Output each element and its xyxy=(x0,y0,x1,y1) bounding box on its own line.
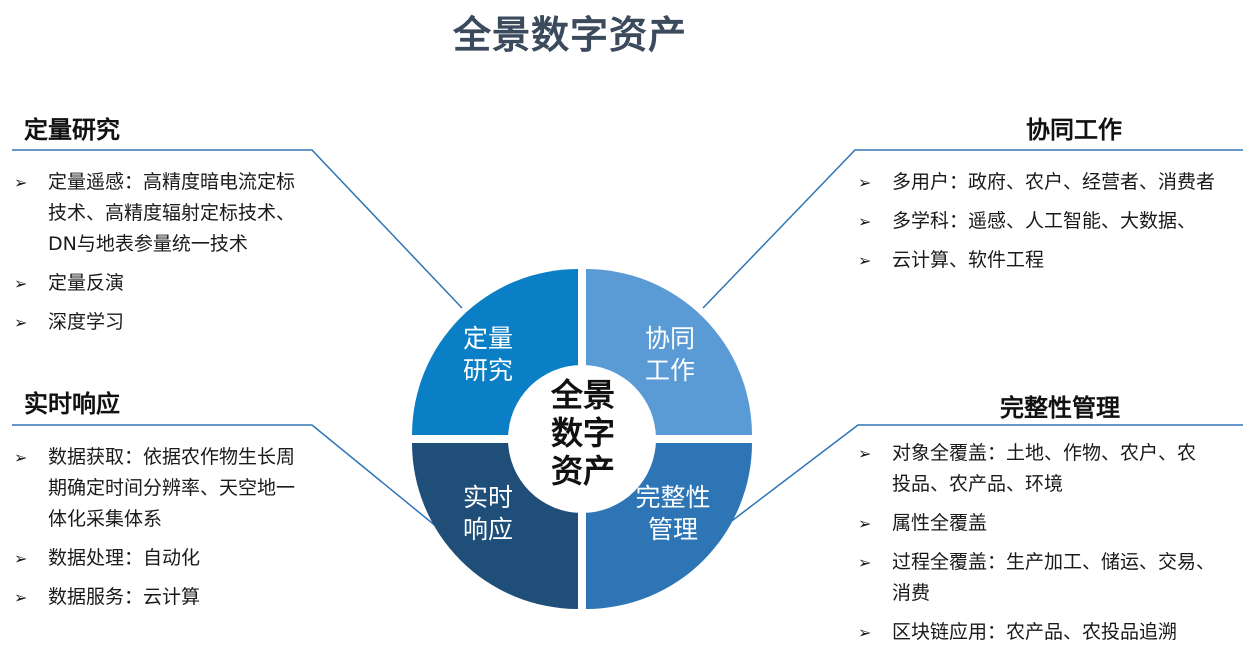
section-title-collab: 协同工作 xyxy=(1026,116,1122,144)
list-item: ➢深度学习 xyxy=(12,307,332,338)
arrow-bullet-icon: ➢ xyxy=(858,553,872,572)
list-item: ➢对象全覆盖：土地、作物、农户、农 投品、农产品、环境 xyxy=(856,438,1241,500)
list-item: ➢云计算、软件工程 xyxy=(856,245,1243,276)
segment-label-realtime: 实时 响应 xyxy=(462,483,513,544)
arrow-bullet-icon: ➢ xyxy=(858,173,872,192)
connector-collab xyxy=(702,149,1243,309)
segment-label-quant: 定量 研究 xyxy=(462,324,513,385)
connector-integrity xyxy=(711,424,1243,537)
arrow-bullet-icon: ➢ xyxy=(858,623,872,642)
list-item: ➢区块链应用：农产品、农投品追溯 xyxy=(856,617,1241,648)
arrow-bullet-icon: ➢ xyxy=(858,514,872,533)
list-collab: ➢多用户：政府、农户、经营者、消费者 ➢多学科：遥感、人工智能、大数据、 ➢云计… xyxy=(856,167,1243,284)
arrow-bullet-icon: ➢ xyxy=(14,173,28,192)
arrow-bullet-icon: ➢ xyxy=(858,444,872,463)
list-item: ➢数据处理：自动化 xyxy=(12,543,332,574)
list-item: ➢数据服务：云计算 xyxy=(12,582,332,613)
list-item: ➢多学科：遥感、人工智能、大数据、 xyxy=(856,206,1243,237)
page-title: 全景数字资产 xyxy=(452,13,687,57)
segment-label-collab: 协同 工作 xyxy=(644,324,695,385)
list-item: ➢属性全覆盖 xyxy=(856,508,1241,539)
arrow-bullet-icon: ➢ xyxy=(14,274,28,293)
arrow-bullet-icon: ➢ xyxy=(14,448,28,467)
center-label: 全景 数字 资产 xyxy=(550,376,615,490)
center-wheel-diagram xyxy=(412,269,752,609)
arrow-bullet-icon: ➢ xyxy=(14,313,28,332)
list-item: ➢过程全覆盖：生产加工、储运、交易、 消费 xyxy=(856,547,1241,609)
arrow-bullet-icon: ➢ xyxy=(14,549,28,568)
section-title-realtime: 实时响应 xyxy=(24,390,120,418)
list-integrity: ➢对象全覆盖：土地、作物、农户、农 投品、农产品、环境 ➢属性全覆盖 ➢过程全覆… xyxy=(856,438,1241,656)
list-item: ➢多用户：政府、农户、经营者、消费者 xyxy=(856,167,1243,198)
list-item: ➢数据获取：依据农作物生长周 期确定时间分辨率、天空地一 体化采集体系 xyxy=(12,442,332,535)
connector-realtime xyxy=(12,424,449,537)
arrow-bullet-icon: ➢ xyxy=(14,588,28,607)
section-title-integrity: 完整性管理 xyxy=(1000,394,1120,422)
arrow-bullet-icon: ➢ xyxy=(858,251,872,270)
arrow-bullet-icon: ➢ xyxy=(858,212,872,231)
list-item: ➢定量反演 xyxy=(12,268,332,299)
list-quant: ➢定量遥感：高精度暗电流定标 技术、高精度辐射定标技术、 DN与地表参量统一技术… xyxy=(12,167,332,346)
segment-label-integrity: 完整性 管理 xyxy=(635,483,711,544)
list-item: ➢定量遥感：高精度暗电流定标 技术、高精度辐射定标技术、 DN与地表参量统一技术 xyxy=(12,167,332,260)
wheel-hub xyxy=(510,367,654,511)
section-title-quant: 定量研究 xyxy=(24,116,120,144)
list-realtime: ➢数据获取：依据农作物生长周 期确定时间分辨率、天空地一 体化采集体系 ➢数据处… xyxy=(12,442,332,621)
connector-quant xyxy=(12,149,463,309)
